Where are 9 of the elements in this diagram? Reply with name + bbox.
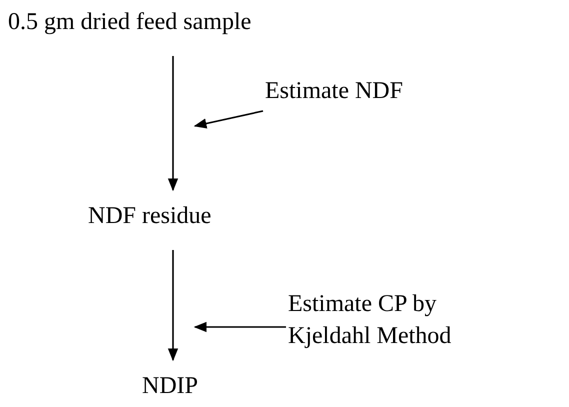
step-label: 0.5 gm dried feed sample bbox=[8, 6, 258, 38]
arrow bbox=[168, 56, 178, 192]
arrow bbox=[168, 250, 178, 362]
arrow bbox=[194, 322, 286, 332]
step-label: NDIP bbox=[142, 370, 212, 402]
arrow bbox=[194, 110, 264, 129]
step-label: Estimate NDF bbox=[265, 75, 415, 107]
step-label: NDF residue bbox=[88, 200, 238, 232]
step-label: Estimate CP by Kjeldahl Method bbox=[288, 288, 468, 352]
